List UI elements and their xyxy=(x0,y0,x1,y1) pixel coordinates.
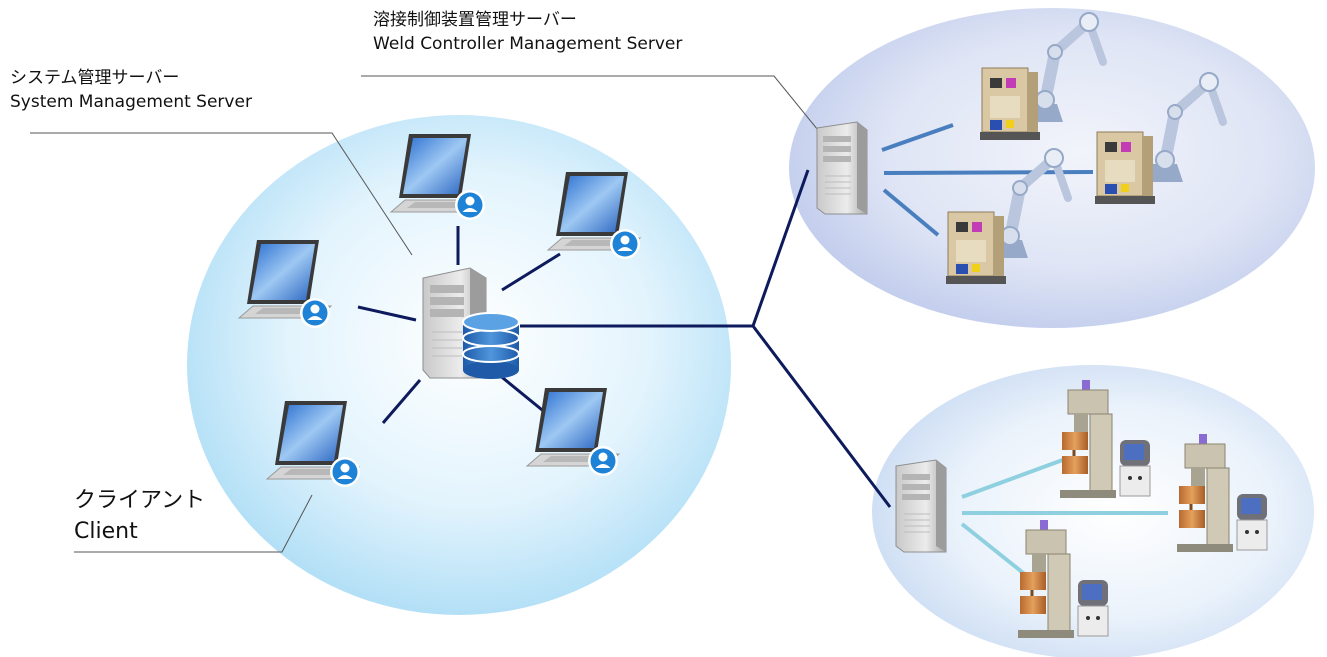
client-label-jp: クライアント xyxy=(74,488,206,513)
system-server-leader xyxy=(30,132,413,256)
weld-controller-icon xyxy=(945,211,1007,285)
weld-server-label-en: Weld Controller Management Server xyxy=(373,34,683,54)
user-icon xyxy=(455,190,485,220)
spot-server-tower-icon xyxy=(895,459,947,553)
weld-server-label-jp: 溶接制御装置管理サーバー xyxy=(373,10,577,30)
weld-server-leader xyxy=(361,75,823,136)
system-server-label: システム管理サーバー System Management Server xyxy=(10,66,252,114)
user-icon xyxy=(300,298,330,328)
weld-controller-icon xyxy=(1094,131,1156,205)
database-icon xyxy=(462,312,520,379)
spot-weld-links xyxy=(960,456,1168,578)
client-label: クライアント Client xyxy=(74,485,205,547)
user-icon xyxy=(330,457,360,487)
client-label-en: Client xyxy=(74,519,138,544)
user-icon xyxy=(588,446,618,476)
system-server-label-jp: システム管理サーバー xyxy=(10,68,180,88)
user-icon xyxy=(610,229,640,259)
weld-server-label: 溶接制御装置管理サーバー Weld Controller Management … xyxy=(373,8,682,56)
robot-cell-zone xyxy=(789,8,1315,328)
weld-server-tower-icon xyxy=(816,121,868,215)
client-leader xyxy=(74,494,313,553)
system-server-label-en: System Management Server xyxy=(10,92,252,112)
weld-controller-icon xyxy=(979,67,1041,141)
